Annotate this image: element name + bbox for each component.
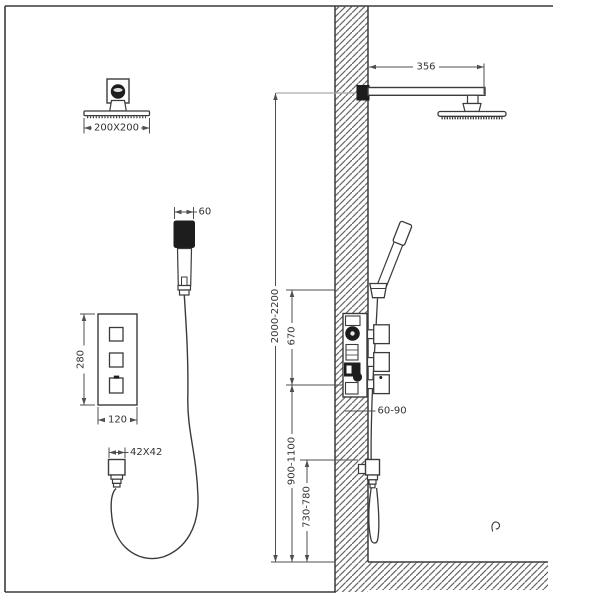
valve-internals [344,315,363,395]
ball-highlight [113,88,123,92]
head-plate-side [437,110,507,117]
valve-knob-1 [366,324,390,345]
shower-arm-side: 356 [276,61,507,120]
wall-hatch [335,6,368,592]
arm-length-label: 356 [416,62,435,73]
handle-inlet [181,276,188,286]
neck [108,99,128,112]
panel-width-label: 120 [108,415,127,426]
handshower-handle-side [374,220,413,294]
arm-connector-upper [466,94,479,105]
knob-3-neck [366,379,375,390]
overhead-shower-front: 200X200 [83,78,151,134]
valve-cartridge-3 [352,372,363,382]
valve-body-mid [345,343,359,361]
dim-arm-length: 356 [369,61,485,94]
hanging-hose-loop [368,487,380,544]
floor-hatch [368,562,548,590]
outlet-body-side [364,458,381,476]
installation-dimensions: 2000-2200 670 900-1100 730-780 [270,93,358,563]
shower-head-plate [83,110,151,117]
dim-panel-height: 280 [75,313,95,406]
valve-assembly: 60-90 [342,312,407,417]
arm-wall-mount [356,85,370,101]
handshower-width-label: 60 [199,207,212,218]
handshower-side [369,220,413,461]
control-panel-front: 280 120 [75,313,138,426]
dim-outlet-size: 42X42 [108,447,162,458]
outlet-step-2 [111,478,122,485]
valve-body-low [344,381,359,395]
handle-connector-a [177,284,192,291]
dim-valve-to-holder: 670 [286,289,343,386]
panel-height-label: 280 [76,350,87,369]
shower-arm [367,86,486,97]
knob-index-dot [379,376,383,379]
dim-valve-height: 900-1100 [286,385,298,562]
handle-connector-b [178,289,190,296]
outlet-step-3 [112,482,121,488]
knob-2-head [373,351,390,373]
hose-end-curl [491,521,500,532]
valve-slot [346,365,352,374]
knob-3-head [373,374,390,395]
dim-recess-depth: 60-90 [345,406,407,417]
dim-handshower-width: 60 [174,207,212,219]
dim-installation-height: 2000-2200 [270,93,281,562]
dim-overhead-size: 200X200 [83,118,150,134]
outlet-size-label: 42X42 [130,447,162,458]
outlet-flange [107,458,126,476]
wall-outlet-front: 42X42 [107,447,162,488]
outlet-side-step-2 [368,479,377,485]
recess-depth-label: 60-90 [378,406,407,417]
outlet-side-step-1 [366,474,379,481]
dim-panel-width: 120 [97,407,138,426]
outlet-step-1 [110,474,124,480]
panel-button-3 [108,377,124,394]
wall-outlet-side [357,458,500,544]
outlet-height-label: 730-780 [302,486,313,528]
dim-outlet-height: 730-780 [300,459,358,562]
arm-connector-lower [462,102,482,113]
handle-head [392,220,413,246]
valve-bracket [344,315,361,327]
panel-button-3-notch [113,375,120,379]
valve-knob-2 [366,351,390,373]
knob-1-neck [366,329,375,340]
panel-button-1 [108,326,124,342]
outlet-side-step-3 [369,483,376,489]
valve-height-label: 900-1100 [287,437,298,485]
overhead-size-label: 200X200 [94,123,139,134]
handshower-holder [369,282,388,299]
handshower-front: 60 [110,207,212,560]
installation-height-label: 2000-2200 [270,289,281,344]
handshower-hose-front [110,295,199,560]
knob-2-neck [366,357,375,368]
valve-cartridge-1-center [350,331,355,336]
handshower-head [173,220,195,248]
valve-to-holder-label: 670 [287,326,298,345]
knob-1-head [373,324,390,345]
valve-knob-3 [366,374,390,395]
panel-button-2 [108,352,124,368]
